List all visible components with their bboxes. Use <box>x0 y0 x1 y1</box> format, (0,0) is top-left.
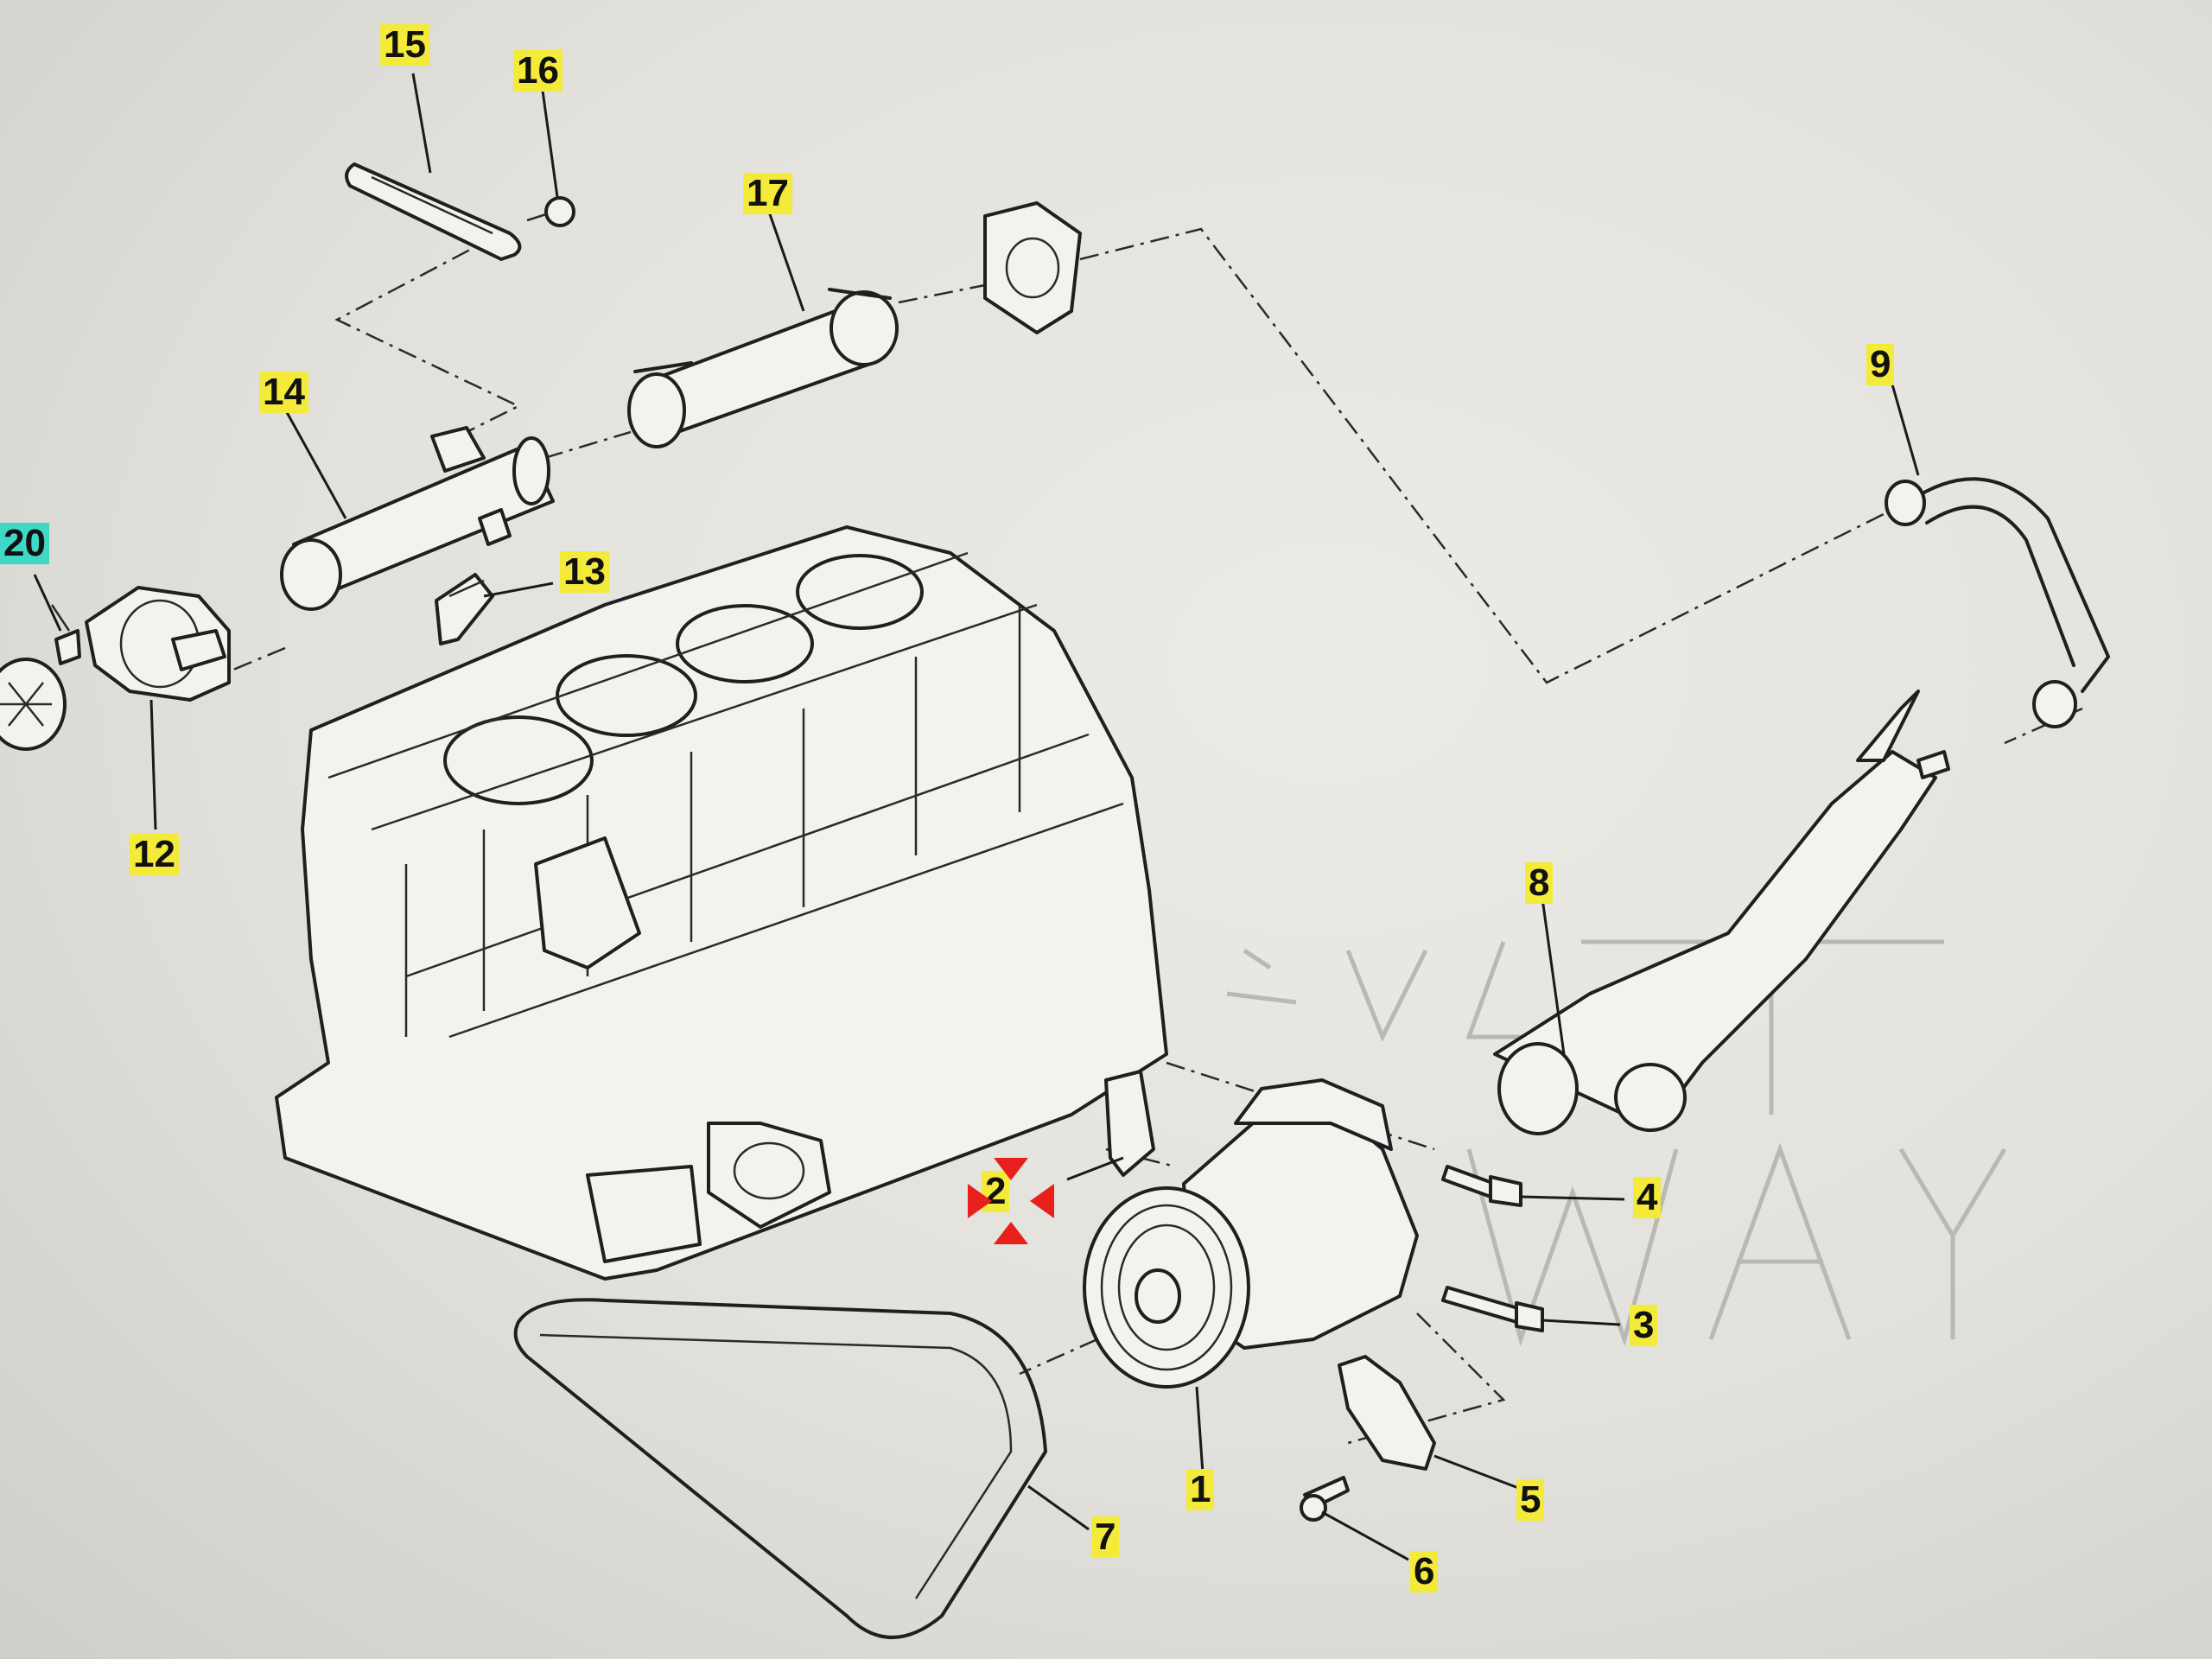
part-4-bolt <box>1441 1165 1522 1207</box>
callout-12[interactable]: 12 <box>130 834 179 875</box>
part-16-nut <box>526 196 575 227</box>
part-7-belt <box>513 1298 1047 1639</box>
part-9-hose <box>1885 477 2110 728</box>
part-8-outlet-pipe <box>1493 690 1950 1135</box>
callout-8[interactable]: 8 <box>1525 862 1554 904</box>
part-5-bracket <box>1338 1355 1436 1471</box>
callout-13[interactable]: 13 <box>560 551 609 593</box>
callout-7[interactable]: 7 <box>1091 1516 1120 1558</box>
leader-lines <box>33 73 1920 1561</box>
callout-20[interactable]: 20 <box>0 523 49 564</box>
thermostat <box>0 658 67 751</box>
callout-3[interactable]: 3 <box>1630 1305 1658 1346</box>
callout-16[interactable]: 16 <box>513 50 563 92</box>
callout-15[interactable]: 15 <box>380 24 429 66</box>
callout-5[interactable]: 5 <box>1516 1479 1545 1521</box>
callout-17[interactable]: 17 <box>743 173 792 214</box>
callout-9[interactable]: 9 <box>1866 344 1895 385</box>
callout-4[interactable]: 4 <box>1633 1177 1662 1218</box>
part-6-bolt <box>1300 1476 1350 1522</box>
part-13-sensor <box>435 573 494 645</box>
part-15-bracket <box>345 162 522 261</box>
part-1-water-pump <box>1083 1078 1419 1389</box>
part-20-bolt <box>50 604 81 665</box>
outlet-flange <box>983 201 1082 334</box>
callout-14[interactable]: 14 <box>259 372 308 413</box>
part-12-thermostat-housing <box>85 586 231 702</box>
part-17-hose <box>627 288 899 448</box>
engine-block <box>275 525 1168 1281</box>
selection-marker-icon <box>968 1158 1054 1244</box>
part-3-bolt <box>1441 1286 1544 1332</box>
watermark <box>1226 939 2007 1347</box>
callout-2[interactable]: 2 <box>982 1171 1010 1212</box>
callout-6[interactable]: 6 <box>1410 1551 1439 1592</box>
part-2-gasket <box>1104 1070 1155 1177</box>
callout-1[interactable]: 1 <box>1186 1469 1215 1510</box>
part-14-pipe <box>280 426 555 611</box>
